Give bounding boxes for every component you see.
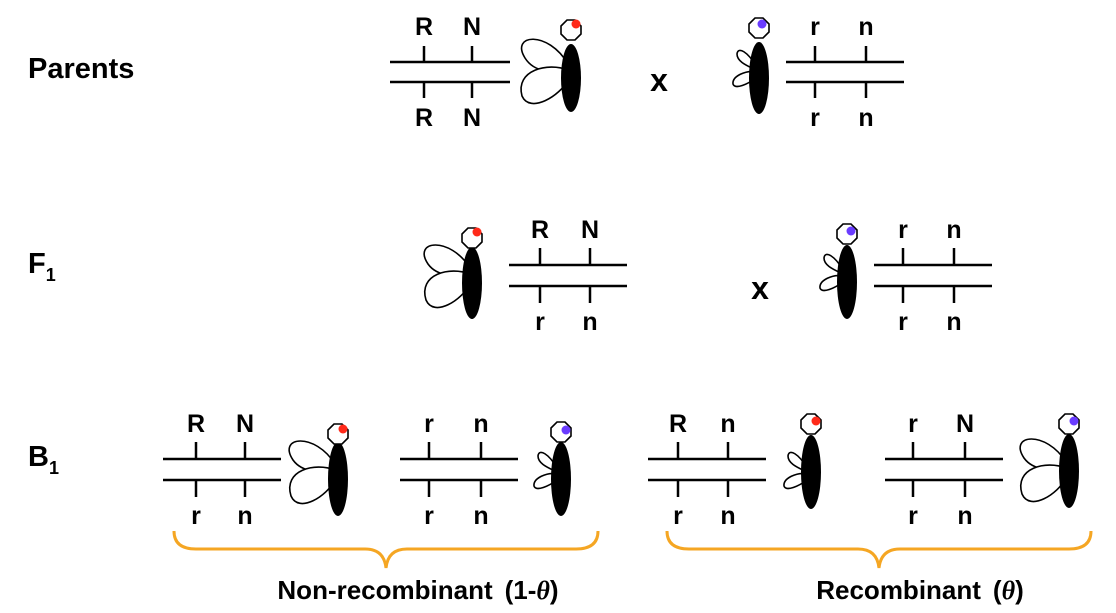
allele-label: r: [424, 410, 434, 438]
allele-label: R: [187, 410, 205, 438]
b1-2-chromosomes: r n r n: [400, 410, 518, 530]
allele-label: N: [236, 410, 254, 438]
fly-purple-eye-normal-wings: [1019, 413, 1080, 508]
fly-red-eye-normal-wings: [520, 19, 582, 112]
allele-label: R: [669, 410, 687, 438]
allele-label: n: [957, 502, 972, 530]
allele-label: r: [191, 502, 201, 530]
allele-label: r: [898, 308, 908, 336]
allele-label: n: [946, 216, 961, 244]
parent-right-chromosomes: r n r n: [786, 13, 904, 132]
bracket-nonrecombinant: [172, 530, 600, 569]
fly-red-eye-normal-wings: [423, 227, 483, 319]
red-eye-icon: [472, 227, 482, 237]
allele-label: r: [898, 216, 908, 244]
allele-label: n: [858, 13, 873, 41]
allele-label: N: [463, 13, 481, 41]
allele-label: r: [908, 502, 918, 530]
allele-label: n: [237, 502, 252, 530]
allele-label: r: [810, 13, 820, 41]
label-recombinant: Recombinant(θ): [816, 575, 1024, 605]
allele-label: n: [858, 104, 873, 132]
f1-left-chromosomes: R N r n: [509, 216, 627, 336]
allele-label: r: [673, 502, 683, 530]
row-label-parents: Parents: [28, 53, 134, 85]
fly-red-eye-normal-wings: [288, 423, 349, 516]
allele-label: n: [473, 410, 488, 438]
allele-label: n: [473, 502, 488, 530]
allele-label: N: [581, 216, 599, 244]
purple-eye-icon: [561, 425, 571, 435]
red-eye-icon: [811, 416, 821, 426]
allele-label: n: [582, 308, 597, 336]
fly-red-eye-reduced-wings: [783, 413, 822, 509]
row-label-f1: F1: [28, 248, 56, 285]
label-nonrecombinant: Non-recombinant(1-θ): [277, 575, 558, 605]
allele-label: N: [463, 104, 481, 132]
allele-label: r: [908, 410, 918, 438]
allele-label: R: [415, 13, 433, 41]
allele-label: N: [956, 410, 974, 438]
allele-label: n: [720, 502, 735, 530]
fly-purple-eye-reduced-wings: [819, 223, 858, 319]
cross-symbol: x: [650, 62, 668, 98]
b1-4-chromosomes: r N r n: [885, 410, 1003, 530]
fly-purple-eye-reduced-wings: [732, 17, 770, 114]
allele-label: n: [946, 308, 961, 336]
allele-label: r: [535, 308, 545, 336]
purple-eye-icon: [846, 226, 856, 236]
red-eye-icon: [338, 424, 348, 434]
cross-symbol: x: [751, 270, 769, 306]
b1-3-chromosomes: R n r n: [648, 410, 766, 530]
allele-label: R: [531, 216, 549, 244]
purple-eye-icon: [757, 19, 767, 29]
allele-label: R: [415, 104, 433, 132]
red-eye-icon: [571, 19, 581, 29]
parent-left-chromosomes: R N R N: [390, 13, 510, 132]
bracket-recombinant: [665, 530, 1093, 569]
purple-eye-icon: [1069, 416, 1079, 426]
allele-label: r: [424, 502, 434, 530]
allele-label: n: [720, 410, 735, 438]
f1-right-chromosomes: r n r n: [874, 216, 992, 336]
row-label-b1: B1: [28, 441, 59, 478]
fly-purple-eye-reduced-wings: [533, 421, 572, 516]
b1-1-chromosomes: R N r n: [163, 410, 281, 530]
allele-label: r: [810, 104, 820, 132]
